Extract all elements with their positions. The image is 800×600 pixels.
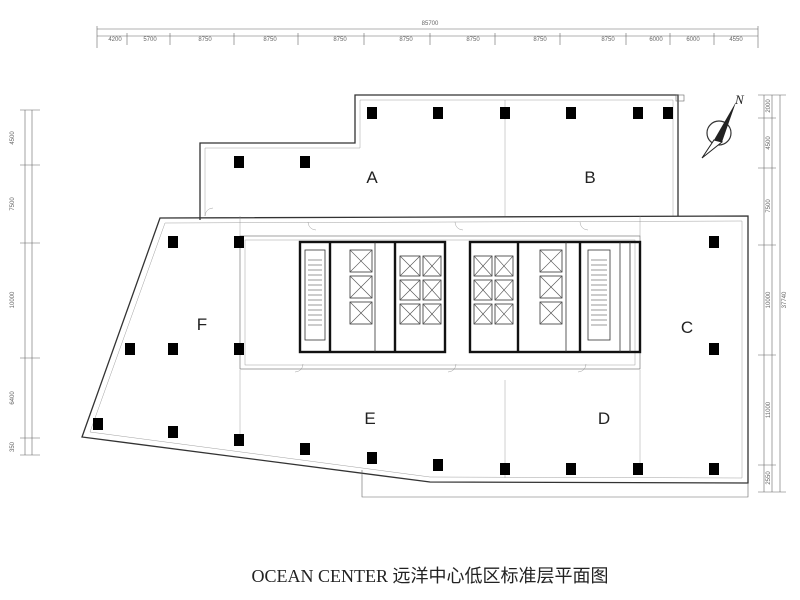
zone-label-a: A xyxy=(366,168,378,187)
zone-label-c: C xyxy=(681,318,693,337)
column xyxy=(633,107,643,119)
column xyxy=(633,463,643,475)
column xyxy=(234,236,244,248)
zone-label-b: B xyxy=(584,168,595,187)
column xyxy=(709,236,719,248)
left-dimension-1: 4500 xyxy=(10,131,16,145)
top-dimension-3: 8750 xyxy=(198,37,212,43)
right-dimension-4: 10000 xyxy=(766,291,772,308)
top-dimension-12: 4550 xyxy=(729,37,743,43)
column xyxy=(709,343,719,355)
top-dimension-2: 5700 xyxy=(143,37,157,43)
top-dimension-4: 8750 xyxy=(263,37,277,43)
top-dimension-5: 8750 xyxy=(333,37,347,43)
right-dimension-5: 11000 xyxy=(766,401,772,418)
column xyxy=(300,443,310,455)
structural-columns xyxy=(93,107,719,475)
left-dimension-5: 350 xyxy=(10,441,16,452)
right-dimension-3: 7500 xyxy=(766,199,772,213)
top-dimension-11: 6000 xyxy=(686,37,700,43)
right-dimension-1: 2000 xyxy=(766,99,772,113)
elevator-bank-right xyxy=(473,249,563,325)
left-dimension-4: 6400 xyxy=(10,391,16,405)
column xyxy=(125,343,135,355)
north-label: N xyxy=(734,92,745,107)
top-dimension-10: 6000 xyxy=(649,37,663,43)
zone-label-e: E xyxy=(364,409,375,428)
stairwell-left xyxy=(304,249,326,341)
right-dimension-2: 4500 xyxy=(766,136,772,150)
top-dimension-chain: 85700 4200 5700 8750 8750 8750 8750 8750… xyxy=(96,21,759,48)
service-core xyxy=(298,240,642,354)
zone-label-f: F xyxy=(197,315,207,334)
column xyxy=(663,107,673,119)
top-dimension-8: 8750 xyxy=(533,37,547,43)
column xyxy=(168,426,178,438)
column xyxy=(300,156,310,168)
top-dimension-9: 8750 xyxy=(601,37,615,43)
column xyxy=(168,236,178,248)
column xyxy=(566,107,576,119)
column xyxy=(433,459,443,471)
left-dimension-2: 7500 xyxy=(10,197,16,211)
right-total-dimension: 37740 xyxy=(782,291,788,308)
column xyxy=(234,343,244,355)
overall-dimension-label: 85700 xyxy=(422,21,439,27)
column xyxy=(500,107,510,119)
column xyxy=(566,463,576,475)
right-dimension-6: 2550 xyxy=(766,471,772,485)
north-arrow-icon: N xyxy=(701,92,745,159)
column xyxy=(433,107,443,119)
plan-caption: OCEAN CENTER 远洋中心低区标准层平面图 xyxy=(252,566,609,586)
column xyxy=(709,463,719,475)
building-outline xyxy=(81,94,749,498)
column xyxy=(500,463,510,475)
top-dimension-1: 4200 xyxy=(108,37,122,43)
corridor-ring xyxy=(204,207,641,470)
column xyxy=(367,452,377,464)
left-dimension-chain: 4500 7500 10000 6400 350 xyxy=(10,109,40,456)
column xyxy=(367,107,377,119)
top-dimension-6: 8750 xyxy=(399,37,413,43)
column xyxy=(168,343,178,355)
elevator-bank-left xyxy=(349,249,442,325)
column xyxy=(234,434,244,446)
zone-label-d: D xyxy=(598,409,610,428)
stairwell-right xyxy=(587,249,611,341)
column xyxy=(234,156,244,168)
column xyxy=(93,418,103,430)
right-dimension-chain: 2000 4500 7500 10000 11000 2550 37740 xyxy=(758,94,788,493)
top-dimension-7: 8750 xyxy=(466,37,480,43)
left-dimension-3: 10000 xyxy=(10,291,16,308)
